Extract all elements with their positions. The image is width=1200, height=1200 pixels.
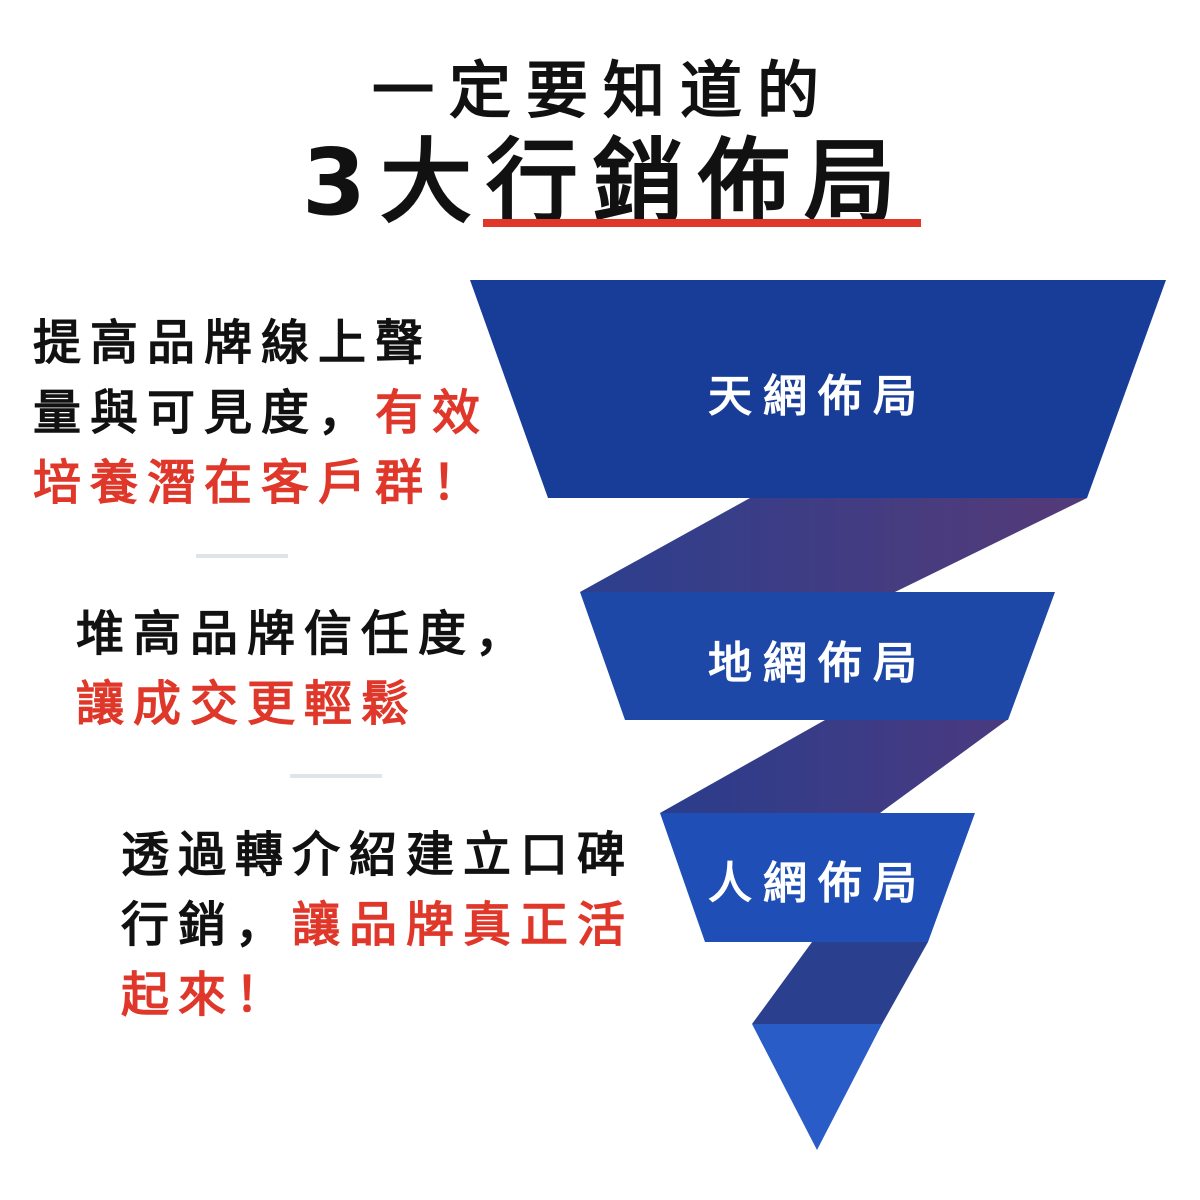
text-line: 堆高品牌信任度， — [76, 599, 532, 669]
text-line: 提高品牌線上聲 — [33, 308, 489, 378]
text-line: 讓成交更輕鬆 — [76, 669, 532, 739]
funnel-label-ground: 地網佈局 — [708, 638, 928, 689]
funnel-label-sky: 天網佈局 — [708, 371, 928, 422]
description-block-3: 透過轉介紹建立口碑 行銷，讓品牌真正活 起來！ — [121, 820, 634, 1030]
description-block-1: 提高品牌線上聲 量與可見度，有效 培養潛在客戶群！ — [33, 308, 489, 518]
title-underline — [483, 219, 921, 227]
funnel-tier-2 — [580, 592, 1055, 720]
funnel-tier-3 — [660, 813, 975, 942]
funnel-tip — [752, 1024, 882, 1150]
title-line-1: 一定要知道的 — [372, 54, 835, 127]
funnel-connector-3 — [752, 942, 928, 1024]
divider — [290, 774, 382, 778]
highlight-text: 培養潛在客戶群！ — [33, 455, 490, 511]
text-segment: 透過轉介紹建立口碑 — [121, 827, 635, 883]
funnel-connector-2 — [660, 720, 1007, 813]
text-segment: 量與可見度， — [33, 385, 376, 441]
text-line: 起來！ — [121, 960, 634, 1030]
highlight-text: 有效 — [375, 385, 490, 441]
title-line-2: 3大行銷佈局 — [302, 129, 911, 236]
text-line: 行銷，讓品牌真正活 — [121, 890, 634, 960]
highlight-text: 起來！ — [121, 967, 293, 1023]
text-segment: 提高品牌線上聲 — [33, 315, 433, 371]
funnel-connector-1 — [580, 498, 1087, 592]
highlight-text: 讓成交更輕鬆 — [76, 676, 419, 732]
text-line: 量與可見度，有效 — [33, 378, 489, 448]
highlight-text: 讓品牌真正活 — [292, 897, 635, 953]
text-line: 透過轉介紹建立口碑 — [121, 820, 634, 890]
text-line: 培養潛在客戶群！ — [33, 448, 489, 518]
divider — [196, 554, 288, 558]
description-block-2: 堆高品牌信任度， 讓成交更輕鬆 — [76, 599, 532, 739]
text-segment: 行銷， — [121, 897, 293, 953]
text-segment: 堆高品牌信任度， — [76, 606, 533, 662]
funnel-label-people: 人網佈局 — [708, 858, 928, 909]
funnel-tier-1 — [470, 280, 1166, 498]
